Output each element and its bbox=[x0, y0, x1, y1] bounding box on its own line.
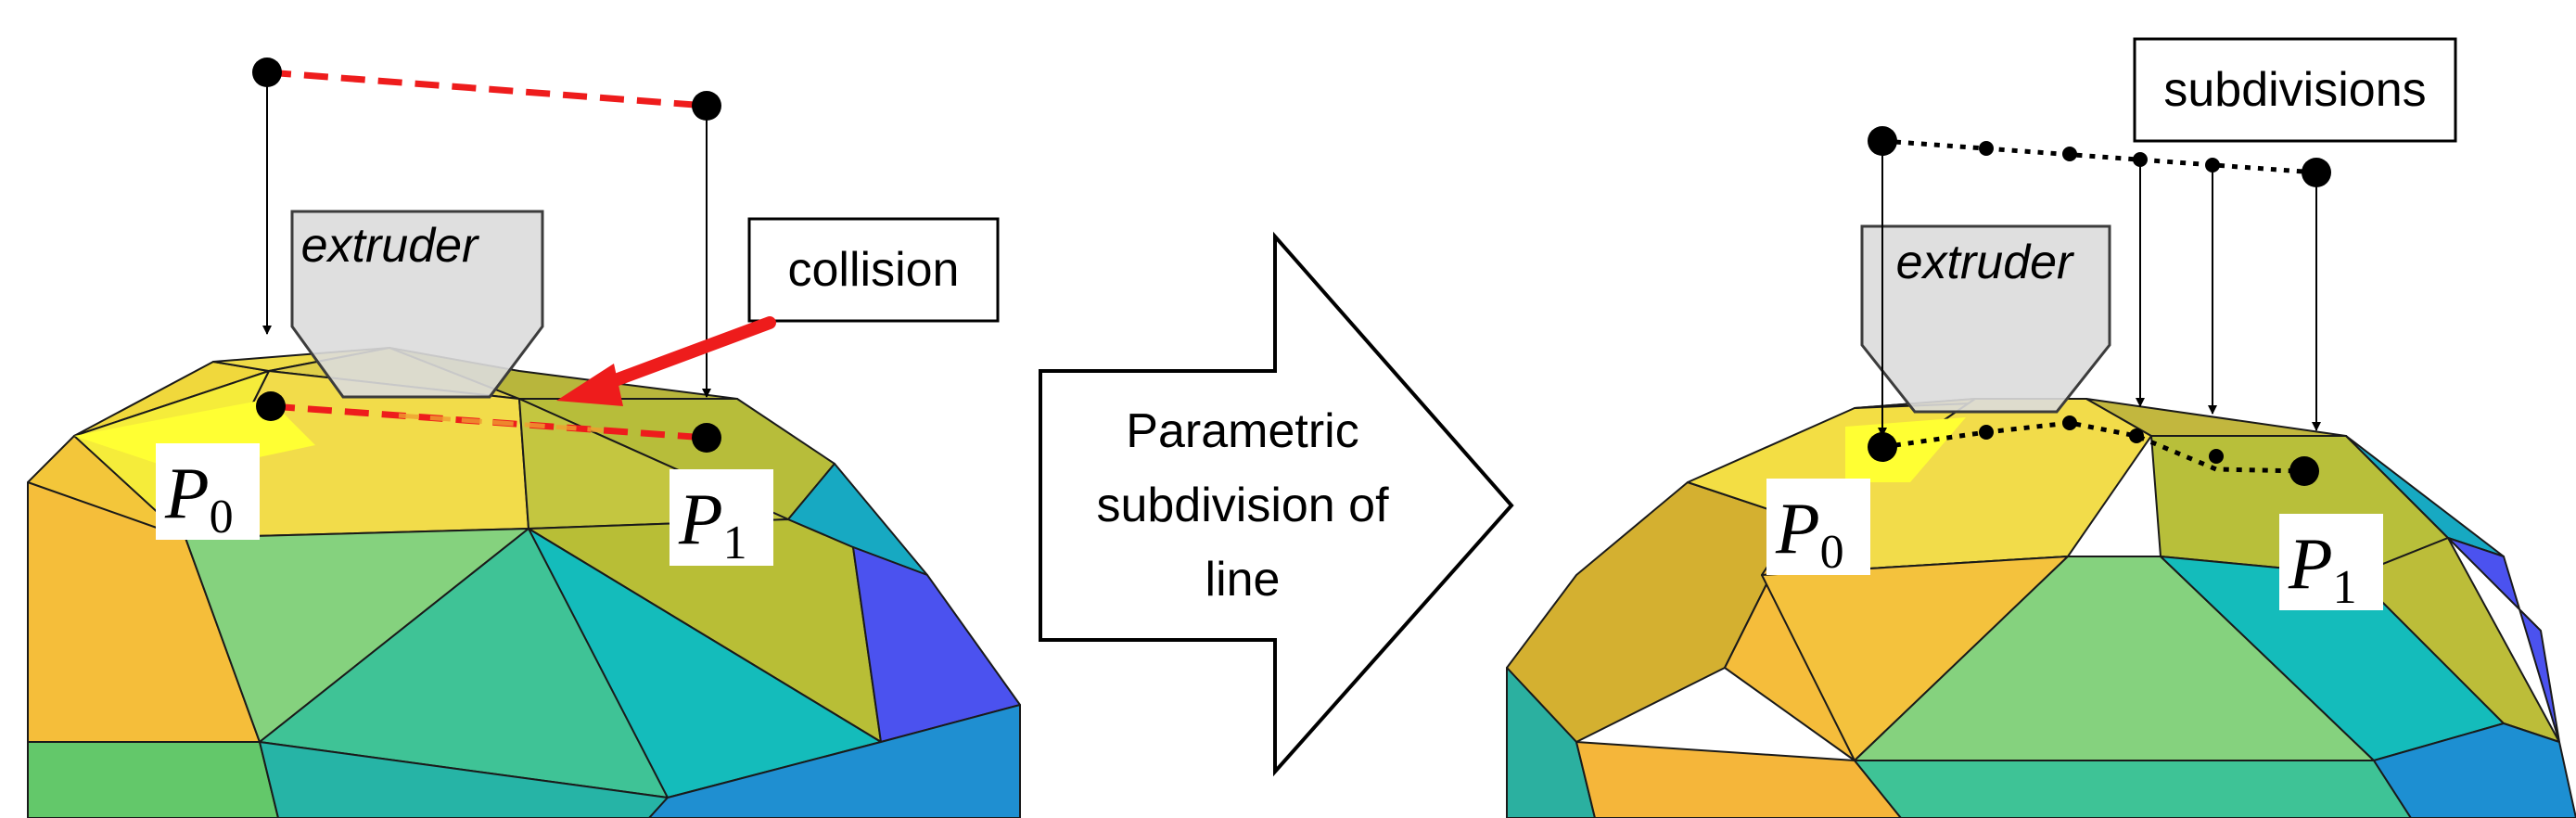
right-point-p1 bbox=[2289, 456, 2319, 486]
right-surface-subdivision-point bbox=[2062, 415, 2077, 430]
process-arrow-line-2: subdivision of bbox=[1096, 479, 1389, 532]
collision-arrow bbox=[596, 316, 776, 391]
right-top-point-end bbox=[2302, 158, 2331, 187]
right-surface-path bbox=[1881, 420, 2305, 474]
right-surface-subdivision-point bbox=[2129, 428, 2144, 443]
left-p1-label: P1 bbox=[670, 469, 773, 569]
right-p0-subscript: 0 bbox=[1820, 526, 1844, 579]
process-arrow: Parametric subdivision of line bbox=[1039, 231, 1514, 777]
right-p0-letter: P bbox=[1775, 488, 1820, 569]
right-top-subdivision-point bbox=[1979, 141, 1994, 156]
collision-arrowhead bbox=[556, 364, 623, 406]
right-top-subdivision-point bbox=[2133, 152, 2148, 167]
left-top-path bbox=[266, 69, 708, 109]
right-extruder: extruder bbox=[1860, 224, 2111, 414]
collision-callout: collision bbox=[556, 217, 1000, 406]
left-p0-letter: P bbox=[164, 453, 210, 533]
right-surface-subdivision-point bbox=[1979, 425, 1994, 440]
left-point-p1 bbox=[692, 423, 721, 453]
left-top-point-start bbox=[252, 58, 282, 87]
left-point-p0 bbox=[256, 391, 286, 421]
process-arrow-line-1: Parametric bbox=[1126, 404, 1358, 458]
left-p0-subscript: 0 bbox=[210, 491, 234, 543]
left-extruder-label: extruder bbox=[301, 219, 480, 273]
collision-label: collision bbox=[788, 243, 960, 297]
svg-text:P0: P0 bbox=[164, 453, 234, 543]
right-p1-label: P1 bbox=[2279, 514, 2383, 614]
right-p1-subscript: 1 bbox=[2333, 561, 2357, 614]
left-p1-letter: P bbox=[678, 479, 723, 559]
svg-text:P1: P1 bbox=[678, 479, 747, 569]
right-top-point-start bbox=[1868, 126, 1897, 156]
left-extruder: extruder bbox=[290, 210, 544, 399]
right-extruder-label: extruder bbox=[1896, 236, 2075, 289]
right-top-subdivision-point bbox=[2205, 158, 2220, 173]
left-p1-subscript: 1 bbox=[723, 517, 747, 569]
svg-text:P0: P0 bbox=[1775, 488, 1844, 579]
process-arrow-line-3: line bbox=[1205, 553, 1281, 607]
right-point-p0 bbox=[1868, 432, 1897, 462]
right-surface-subdivision-point bbox=[2209, 449, 2224, 464]
right-mesh bbox=[1506, 398, 2576, 818]
right-p0-label: P0 bbox=[1766, 479, 1870, 579]
right-top-subdivision-point bbox=[2062, 147, 2077, 161]
right-panel: extruder subdivisions bbox=[1506, 37, 2576, 818]
svg-text:P1: P1 bbox=[2288, 523, 2357, 614]
right-top-path bbox=[1881, 138, 2317, 175]
left-mesh bbox=[27, 347, 1021, 818]
right-p1-letter: P bbox=[2288, 523, 2333, 604]
subdivisions-callout: subdivisions bbox=[2133, 37, 2457, 143]
left-panel: extruder collision P0 bbox=[27, 58, 1021, 818]
left-top-point-end bbox=[692, 91, 721, 121]
subdivisions-label: subdivisions bbox=[2163, 63, 2426, 117]
left-projected-path-hidden bbox=[398, 413, 604, 433]
left-p0-label: P0 bbox=[156, 443, 260, 543]
